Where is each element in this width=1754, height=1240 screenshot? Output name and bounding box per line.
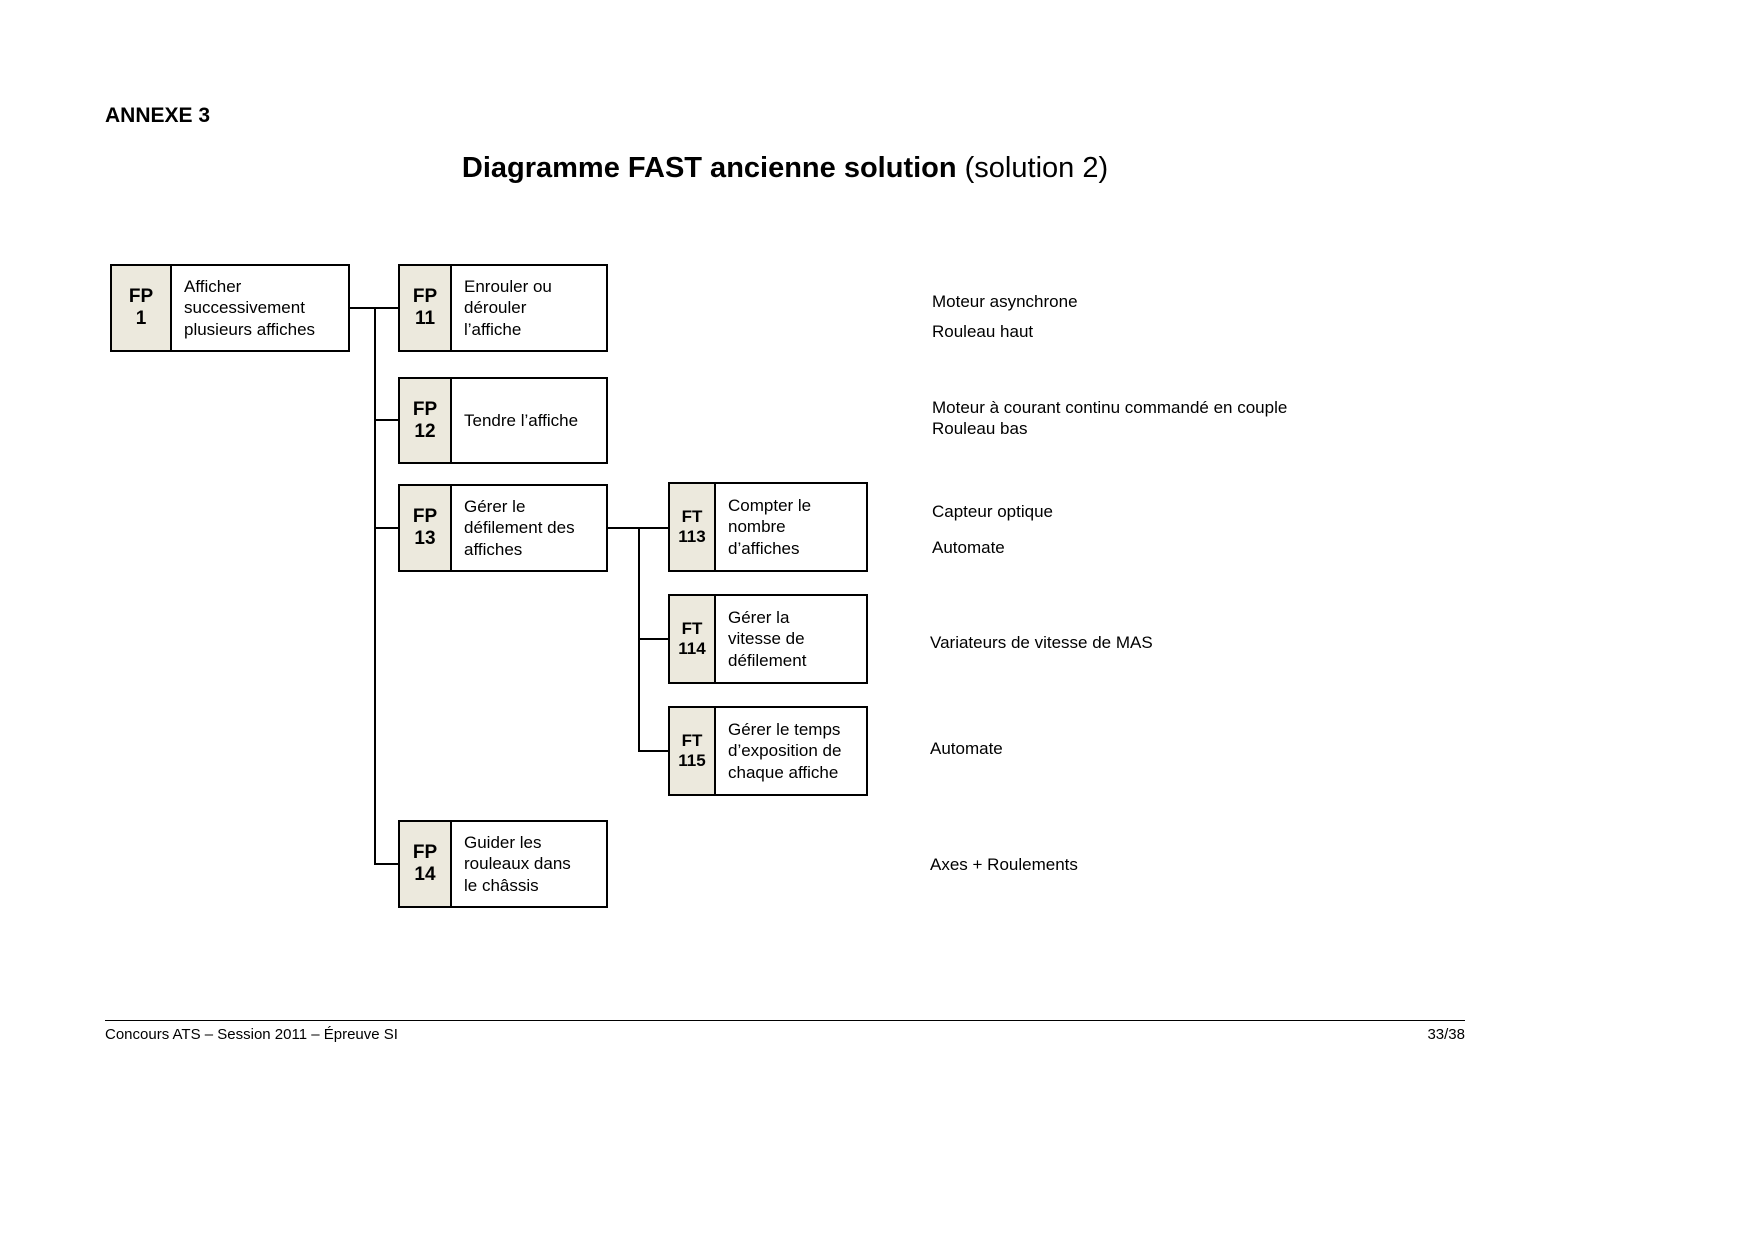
connector-fp13-trunk bbox=[608, 527, 640, 529]
footer-left-text: Concours ATS – Session 2011 – Épreuve SI bbox=[105, 1026, 398, 1043]
page-title: Diagramme FAST ancienne solution (soluti… bbox=[105, 152, 1465, 185]
node-code-fp1: FP 1 bbox=[112, 266, 172, 350]
node-num: 1 bbox=[135, 308, 147, 329]
node-tag: FT bbox=[681, 619, 703, 639]
annotation-automate-1: Automate bbox=[932, 538, 1005, 557]
node-label-ft115: Gérer le temps d’exposition de chaque af… bbox=[728, 720, 842, 782]
node-num: 13 bbox=[414, 528, 436, 549]
node-tag: FT bbox=[681, 507, 703, 527]
annotation-moteur-asynchrone: Moteur asynchrone bbox=[932, 292, 1078, 311]
node-tag: FP bbox=[412, 842, 438, 864]
annotation-capteur-optique: Capteur optique bbox=[932, 502, 1053, 521]
footer-page-number: 33/38 bbox=[1427, 1026, 1465, 1043]
fast-node-ft113: FT 113 Compter le nombre d’affiches bbox=[668, 482, 868, 572]
node-tag: FP bbox=[412, 506, 438, 528]
fast-node-fp13: FP 13 Gérer le défilement des affiches bbox=[398, 484, 608, 572]
connector-branch-fp14 bbox=[374, 863, 398, 865]
node-code-fp14: FP 14 bbox=[400, 822, 452, 906]
connector-branch-fp11 bbox=[374, 307, 398, 309]
annotation-automate-2: Automate bbox=[930, 739, 1003, 758]
node-tag: FP bbox=[128, 286, 154, 308]
node-num: 114 bbox=[678, 639, 706, 658]
connector-trunk-vertical-1 bbox=[374, 307, 376, 865]
node-num: 11 bbox=[414, 308, 436, 329]
node-label-fp14: Guider les rouleaux dans le châssis bbox=[464, 833, 571, 895]
node-code-fp13: FP 13 bbox=[400, 486, 452, 570]
node-label-fp12: Tendre l’affiche bbox=[464, 410, 579, 430]
fast-node-ft114: FT 114 Gérer la vitesse de défilement bbox=[668, 594, 868, 684]
node-num: 14 bbox=[414, 864, 436, 885]
fast-node-fp12: FP 12 Tendre l’affiche bbox=[398, 377, 608, 464]
page-title-normal: (solution 2) bbox=[956, 152, 1109, 184]
node-label-ft113: Compter le nombre d’affiches bbox=[728, 496, 812, 558]
node-label-fp13: Gérer le défilement des affiches bbox=[464, 497, 575, 559]
node-code-fp12: FP 12 bbox=[400, 379, 452, 462]
connector-branch-ft113 bbox=[638, 527, 668, 529]
node-tag: FP bbox=[412, 286, 438, 308]
connector-branch-fp12 bbox=[374, 419, 398, 421]
annotation-variateurs: Variateurs de vitesse de MAS bbox=[930, 633, 1153, 652]
node-code-fp11: FP 11 bbox=[400, 266, 452, 350]
node-tag: FP bbox=[412, 398, 438, 420]
fast-node-ft115: FT 115 Gérer le temps d’exposition de ch… bbox=[668, 706, 868, 796]
node-label-fp11: Enrouler ou dérouler l’affiche bbox=[464, 277, 552, 339]
node-num: 113 bbox=[678, 527, 706, 546]
connector-branch-fp13 bbox=[374, 527, 398, 529]
connector-fp1-trunk bbox=[350, 307, 376, 309]
page-title-bold: Diagramme FAST ancienne solution bbox=[461, 152, 957, 184]
footer-rule bbox=[105, 1020, 1465, 1021]
connector-branch-ft114 bbox=[638, 638, 668, 640]
fast-node-fp11: FP 11 Enrouler ou dérouler l’affiche bbox=[398, 264, 608, 352]
annexe-heading: ANNEXE 3 bbox=[105, 104, 211, 127]
annotation-axes-roulements: Axes + Roulements bbox=[930, 855, 1078, 874]
annotation-rouleau-haut: Rouleau haut bbox=[932, 322, 1034, 341]
node-tag: FT bbox=[681, 731, 703, 751]
fast-node-fp14: FP 14 Guider les rouleaux dans le châssi… bbox=[398, 820, 608, 908]
fast-node-fp1: FP 1 Afficher successivement plusieurs a… bbox=[110, 264, 350, 352]
node-code-ft113: FT 113 bbox=[670, 484, 716, 570]
node-label-fp1: Afficher successivement plusieurs affich… bbox=[184, 277, 316, 339]
annotation-moteur-cc-rouleau-bas: Moteur à courant continu commandé en cou… bbox=[932, 398, 1288, 439]
node-num: 115 bbox=[678, 751, 706, 770]
connector-branch-ft115 bbox=[638, 750, 668, 752]
node-code-ft114: FT 114 bbox=[670, 596, 716, 682]
node-code-ft115: FT 115 bbox=[670, 708, 716, 794]
node-num: 12 bbox=[414, 420, 436, 442]
node-label-ft114: Gérer la vitesse de défilement bbox=[728, 608, 807, 670]
